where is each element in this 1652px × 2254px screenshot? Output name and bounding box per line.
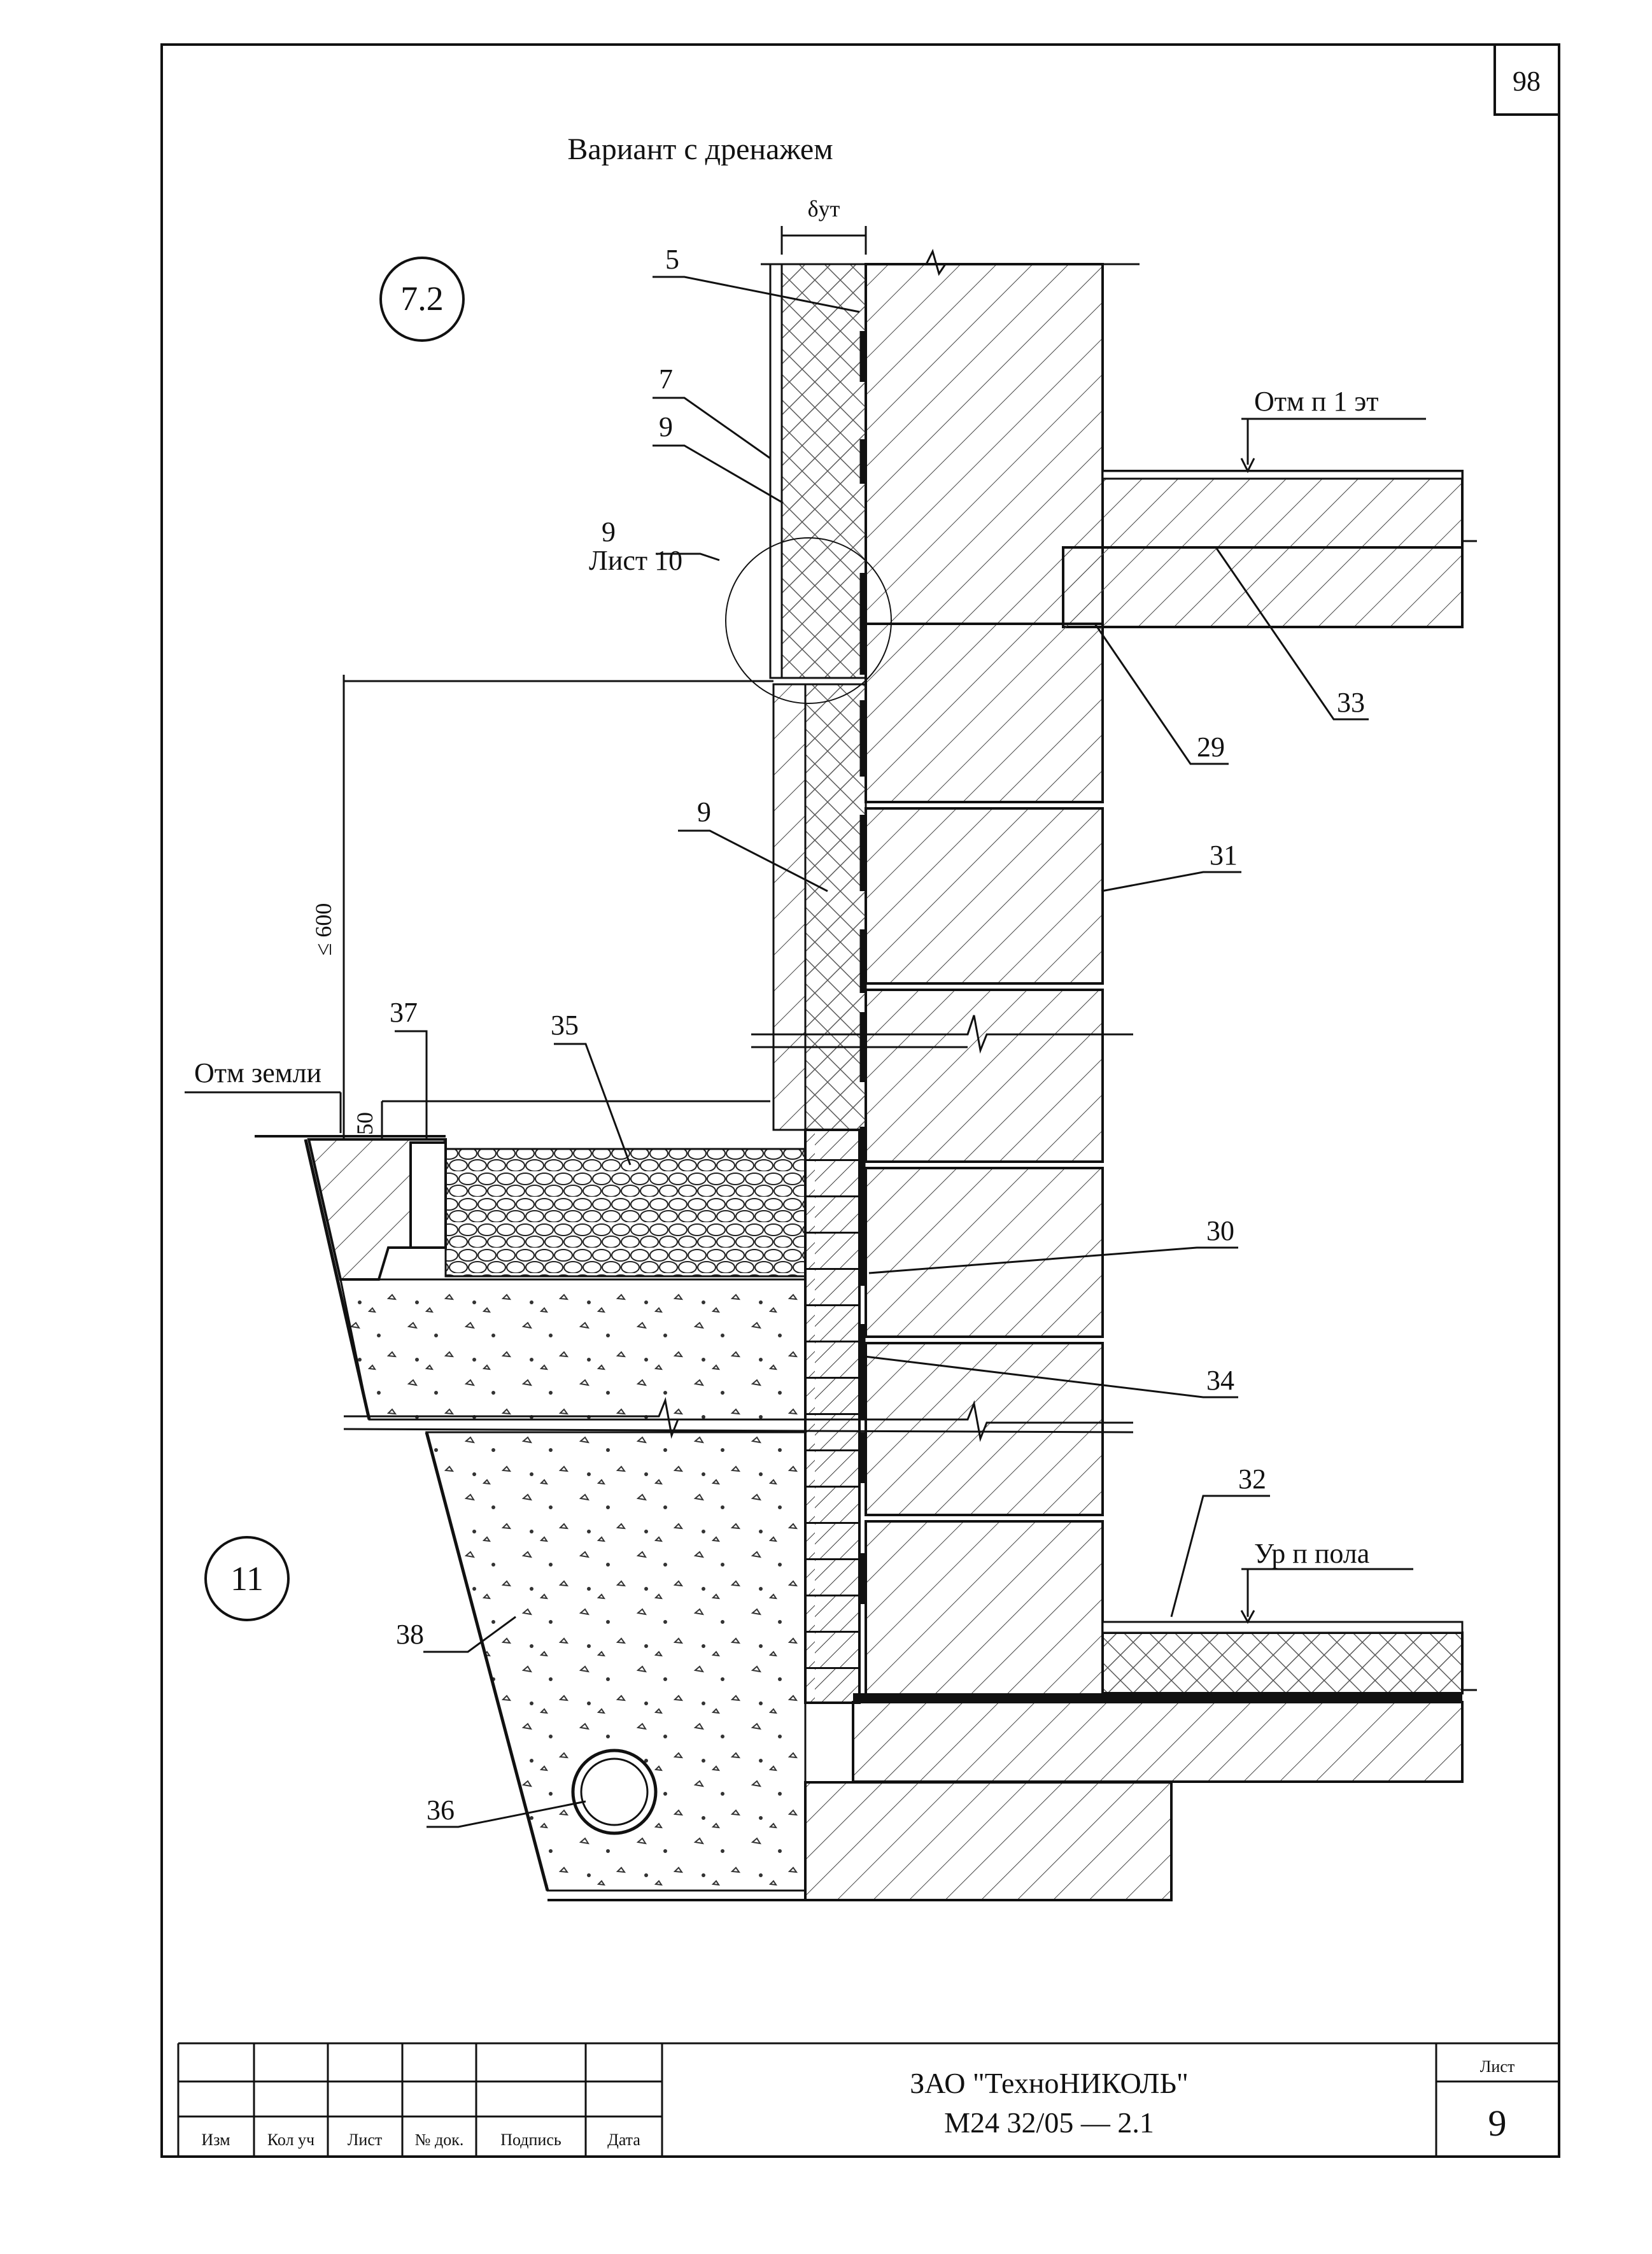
- detail-reference-circle: [725, 537, 892, 704]
- title-block: [177, 2042, 1559, 2157]
- foundation-footing: [804, 1781, 1173, 1901]
- page-number: 98: [1513, 66, 1541, 97]
- header-signature: Подпись: [500, 2131, 561, 2149]
- slab-finish-lower: [1101, 1621, 1464, 1634]
- dimension-600-label: ≤ 600: [311, 903, 336, 956]
- dimension-50-label: 50: [352, 1112, 378, 1135]
- excavation-slope-upper: [304, 1139, 371, 1420]
- level-label-basement: Ур п пола: [1254, 1538, 1369, 1569]
- facade-layer: [769, 263, 783, 679]
- insulation-lower: [804, 683, 867, 1131]
- callout-35: 35: [551, 1010, 579, 1041]
- level-mark-basement: [1240, 1568, 1413, 1624]
- header-doc-no: № док.: [415, 2131, 464, 2149]
- callout-9: 9: [659, 411, 673, 442]
- node-marker-label: 11: [230, 1560, 264, 1598]
- header-kol-uch: Кол уч: [267, 2131, 314, 2149]
- level-mark-first-floor: [1240, 418, 1426, 474]
- callout-7: 7: [659, 363, 673, 395]
- curb-stone: [409, 1141, 447, 1249]
- header-date: Дата: [607, 2131, 640, 2149]
- dimension-top: [780, 226, 867, 255]
- backfill-upper: [339, 1278, 807, 1421]
- callout-32: 32: [1238, 1463, 1266, 1495]
- foundation-blocks: [865, 623, 1104, 1701]
- node-marker-circle: [204, 1536, 290, 1621]
- callout-9-ref: 9: [602, 516, 616, 547]
- header-izm: Изм: [201, 2131, 230, 2149]
- header-list: Лист: [348, 2131, 382, 2149]
- level-mark-ground: [185, 1091, 342, 1133]
- callout-29: 29: [1197, 731, 1225, 763]
- insulation-thickness-label: δут: [808, 196, 840, 222]
- callout-labels: 5 7 9 9 Лист 10 9 29 33 31 30 34 32 35 3…: [390, 244, 1365, 1826]
- insulation-upper: [772, 263, 867, 679]
- break-lines: [343, 248, 1477, 1691]
- callout-9-lower: 9: [697, 796, 711, 828]
- callout-30: 30: [1206, 1215, 1234, 1246]
- callout-leaders: [395, 276, 1369, 1828]
- document-code: М24 32/05 — 2.1: [944, 2106, 1154, 2139]
- callout-37: 37: [390, 997, 418, 1028]
- drain-pipe: [571, 1749, 658, 1835]
- level-label-ground: Отм земли: [194, 1057, 321, 1088]
- sheet-number: 9: [1488, 2103, 1507, 2144]
- level-label-first-floor: Отм п 1 эт: [1254, 386, 1379, 417]
- callout-38: 38: [396, 1619, 424, 1650]
- title-block-headers: Изм Кол уч Лист № док. Подпись Дата: [201, 2131, 640, 2149]
- callout-36: 36: [427, 1794, 455, 1826]
- dimension-50: [381, 1100, 770, 1139]
- floor-slab-upper: [1101, 470, 1464, 549]
- detail-marker-circle: [379, 257, 465, 342]
- sheet-label: Лист: [1480, 2057, 1514, 2076]
- plinth-layer: [772, 683, 807, 1131]
- floor-slab-33: [1062, 546, 1464, 628]
- excavation-slope-lower: [425, 1432, 549, 1891]
- page-number-box: [1493, 43, 1560, 116]
- callout-5: 5: [665, 244, 679, 275]
- waterproofing-lower: [853, 1693, 1462, 1702]
- callout-31: 31: [1210, 840, 1238, 871]
- gravel-layer: [444, 1148, 807, 1278]
- dimension-600: [342, 675, 773, 1139]
- drain-pipe-inner: [580, 1757, 649, 1826]
- callout-33: 33: [1337, 687, 1365, 718]
- floor-slab-lower: [1101, 1631, 1464, 1694]
- foundation-slab: [852, 1701, 1464, 1783]
- sheet-frame: [160, 43, 1560, 2158]
- detail-marker-label: 7.2: [400, 279, 444, 318]
- callout-34: 34: [1206, 1365, 1234, 1396]
- callout-sheet-ref: Лист 10: [589, 545, 682, 576]
- drawing-title: Вариант с дренажем: [567, 132, 833, 166]
- drainage-protection-layer: [804, 1129, 861, 1704]
- company-name: ЗАО "ТехноНИКОЛЬ": [910, 2067, 1189, 2099]
- slab-finish-upper: [1101, 470, 1464, 480]
